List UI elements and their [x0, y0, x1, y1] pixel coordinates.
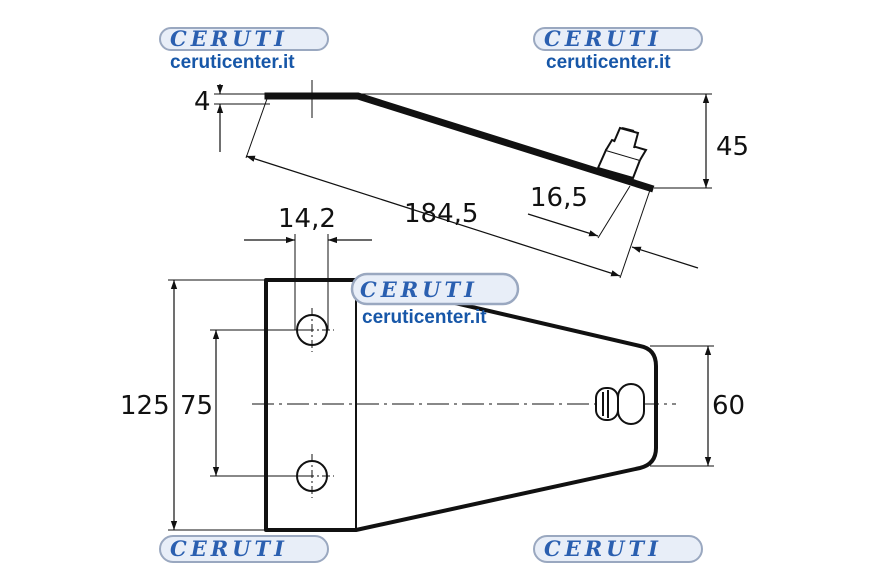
side-view-plate	[264, 92, 655, 193]
watermark-bottom-right: CERUTI	[533, 535, 703, 563]
dimension-labels: 4 45 184,5 16,5 14,2 125 75 60	[120, 87, 749, 421]
watermark-logo: CERUTI	[170, 26, 288, 51]
dim-label-184-5: 184,5	[404, 199, 478, 229]
watermark-url: ceruticenter.it	[362, 307, 487, 328]
dim-label-4: 4	[194, 87, 211, 117]
dim-label-16-5: 16,5	[530, 183, 588, 213]
watermark-center: CERUTI ceruticenter.it	[350, 272, 520, 328]
top-view	[168, 234, 714, 532]
watermark-url: ceruticenter.it	[170, 52, 295, 73]
side-view-pin	[596, 126, 648, 180]
watermark-top-right: CERUTI ceruticenter.it	[533, 26, 703, 73]
top-view-pin	[595, 383, 645, 425]
dim-label-45: 45	[716, 132, 749, 162]
dim-line-16-5	[527, 213, 599, 237]
top-view-plate-outline	[264, 278, 658, 532]
watermark-bottom-left: CERUTI	[159, 535, 329, 563]
dim-line-184-5	[245, 155, 621, 277]
watermark-logo: CERUTI	[170, 536, 288, 561]
watermark-url: ceruticenter.it	[546, 52, 671, 73]
dim-label-125: 125	[120, 391, 170, 421]
watermark-logo: CERUTI	[544, 536, 662, 561]
watermark-top-left: CERUTI ceruticenter.it	[159, 26, 329, 73]
watermark-logo: CERUTI	[360, 277, 478, 302]
watermark-logo: CERUTI	[544, 26, 662, 51]
dim-label-14-2: 14,2	[278, 204, 336, 234]
dim-label-60: 60	[712, 391, 745, 421]
dim-label-75: 75	[180, 391, 213, 421]
side-view	[214, 80, 712, 279]
